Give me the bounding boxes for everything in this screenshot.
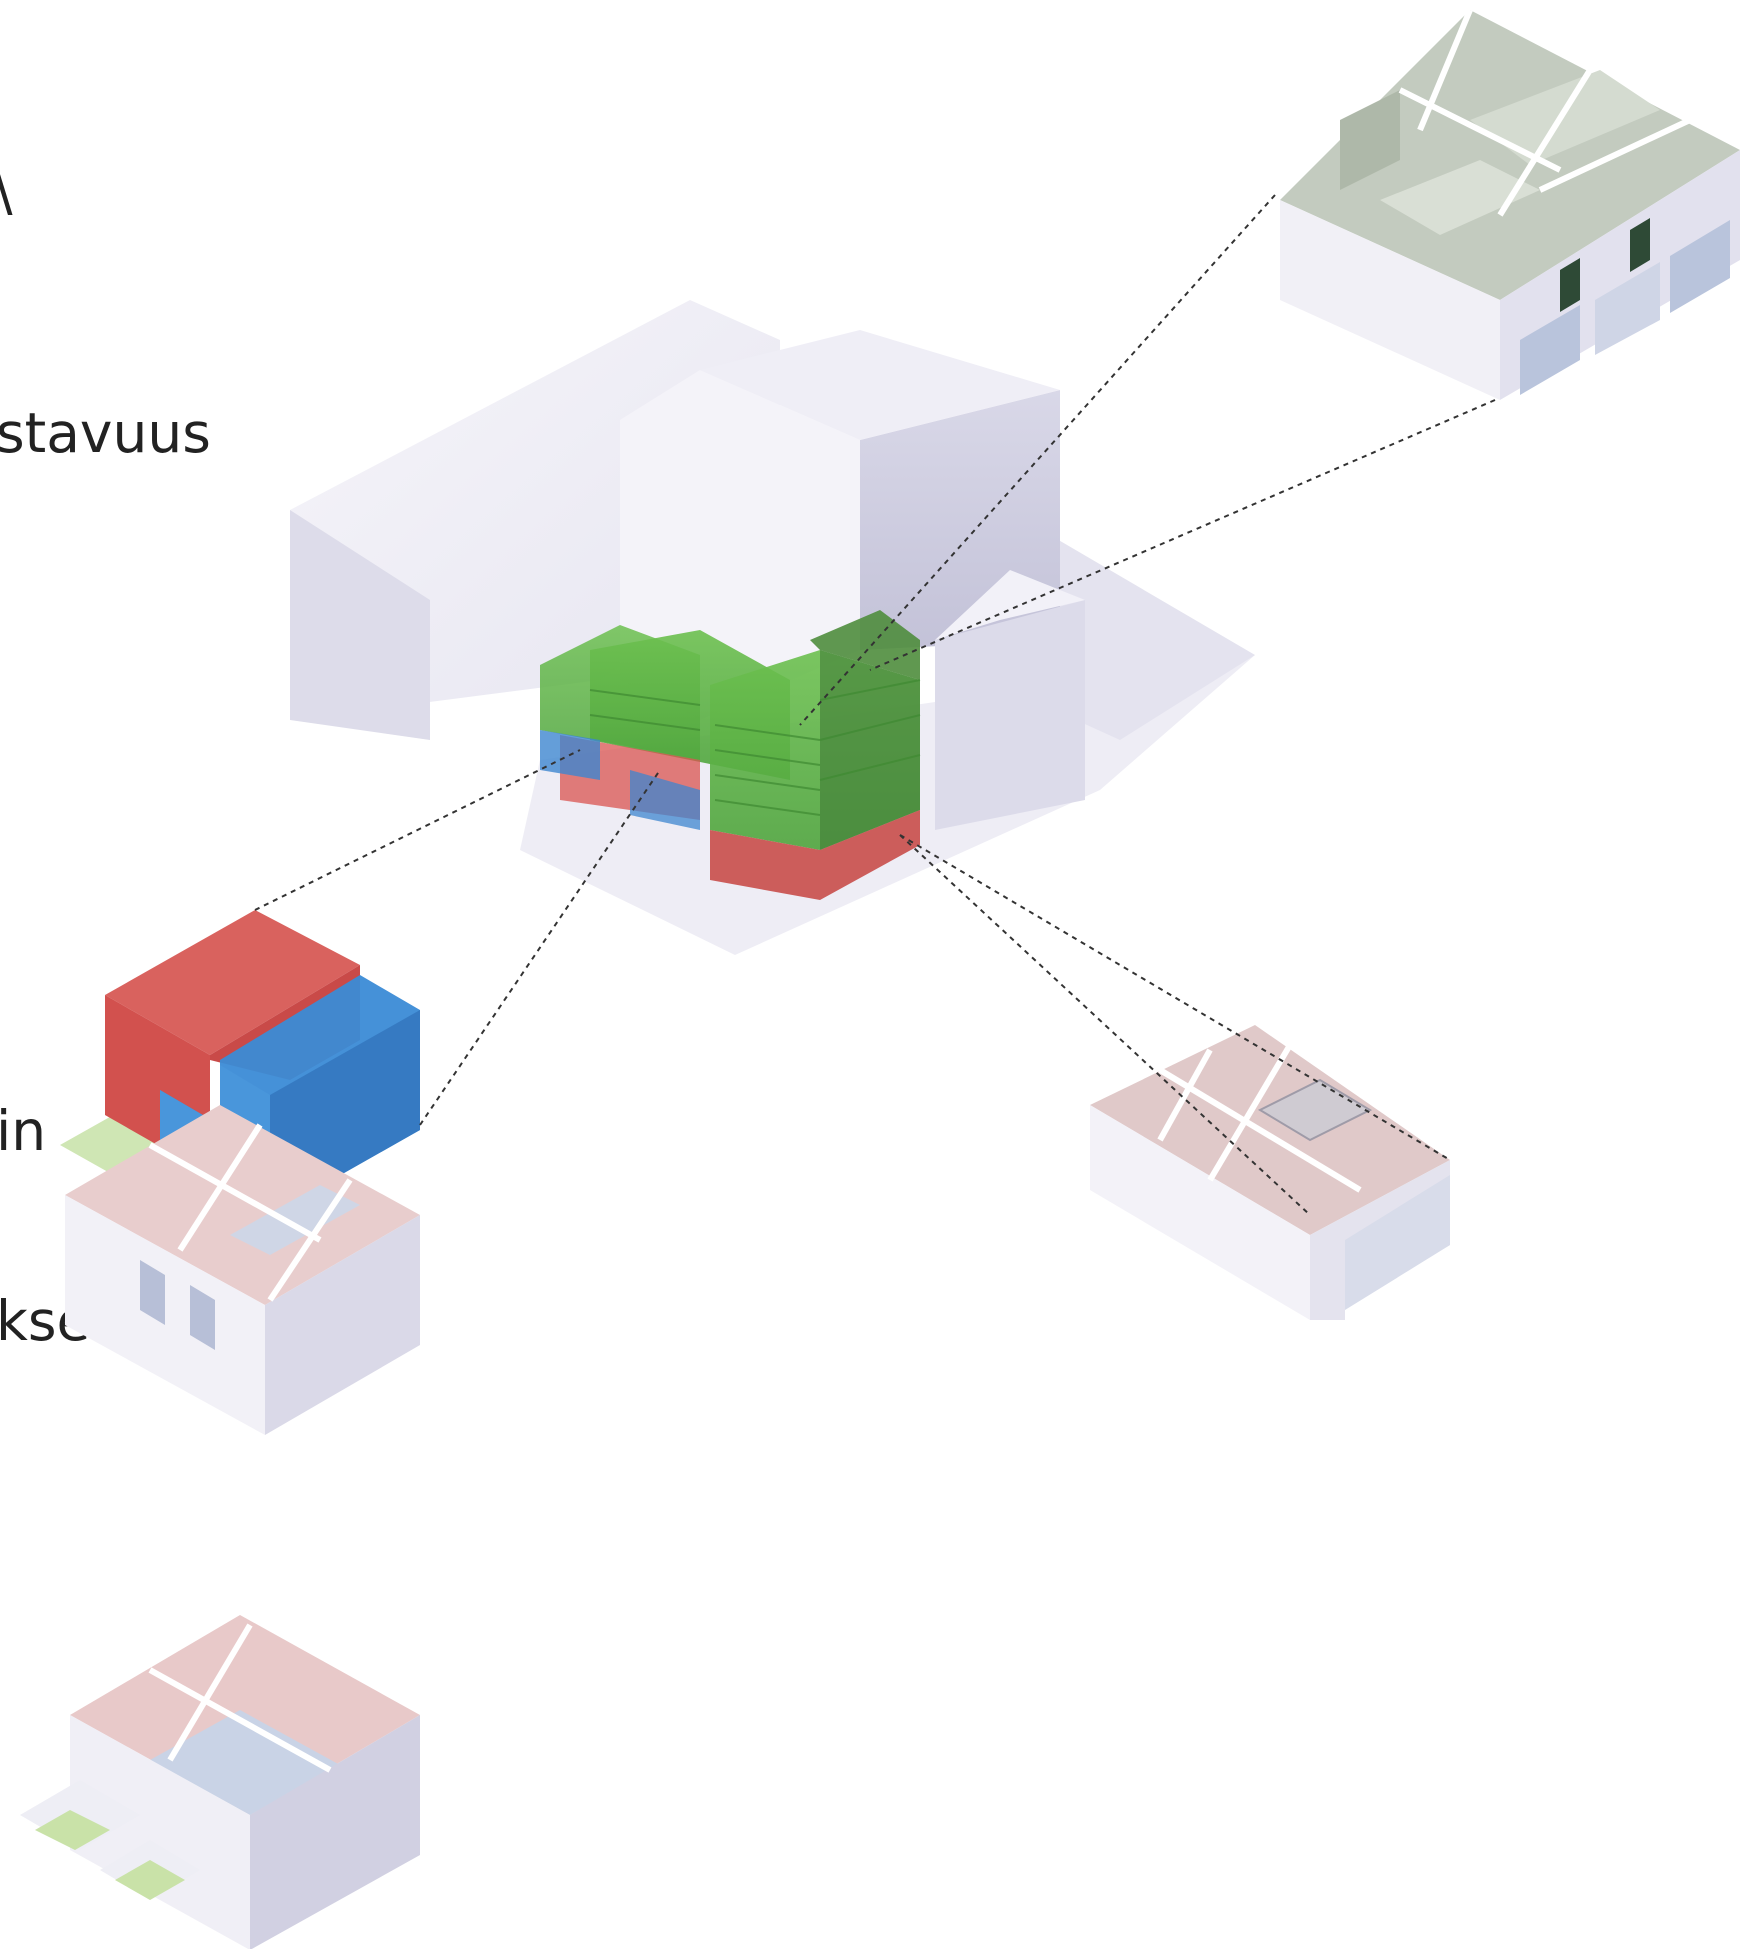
apartment-module-bottom-right bbox=[1090, 1025, 1450, 1320]
red-volume bbox=[710, 810, 920, 900]
central-building-mass bbox=[290, 300, 1255, 955]
label-left-fragment-1: in bbox=[0, 1099, 46, 1163]
dashed-leader-lines bbox=[254, 194, 1496, 1216]
label-mid-fragment: stavuus bbox=[0, 401, 211, 465]
mass-right-block bbox=[935, 600, 1085, 830]
mass-tower bbox=[620, 370, 860, 720]
label-top-fragment: \ bbox=[0, 159, 13, 223]
apartment-module-pink bbox=[65, 1105, 420, 1435]
apartment-module-top-right bbox=[1280, 8, 1740, 400]
apartment-module-terraced bbox=[20, 1615, 420, 1949]
